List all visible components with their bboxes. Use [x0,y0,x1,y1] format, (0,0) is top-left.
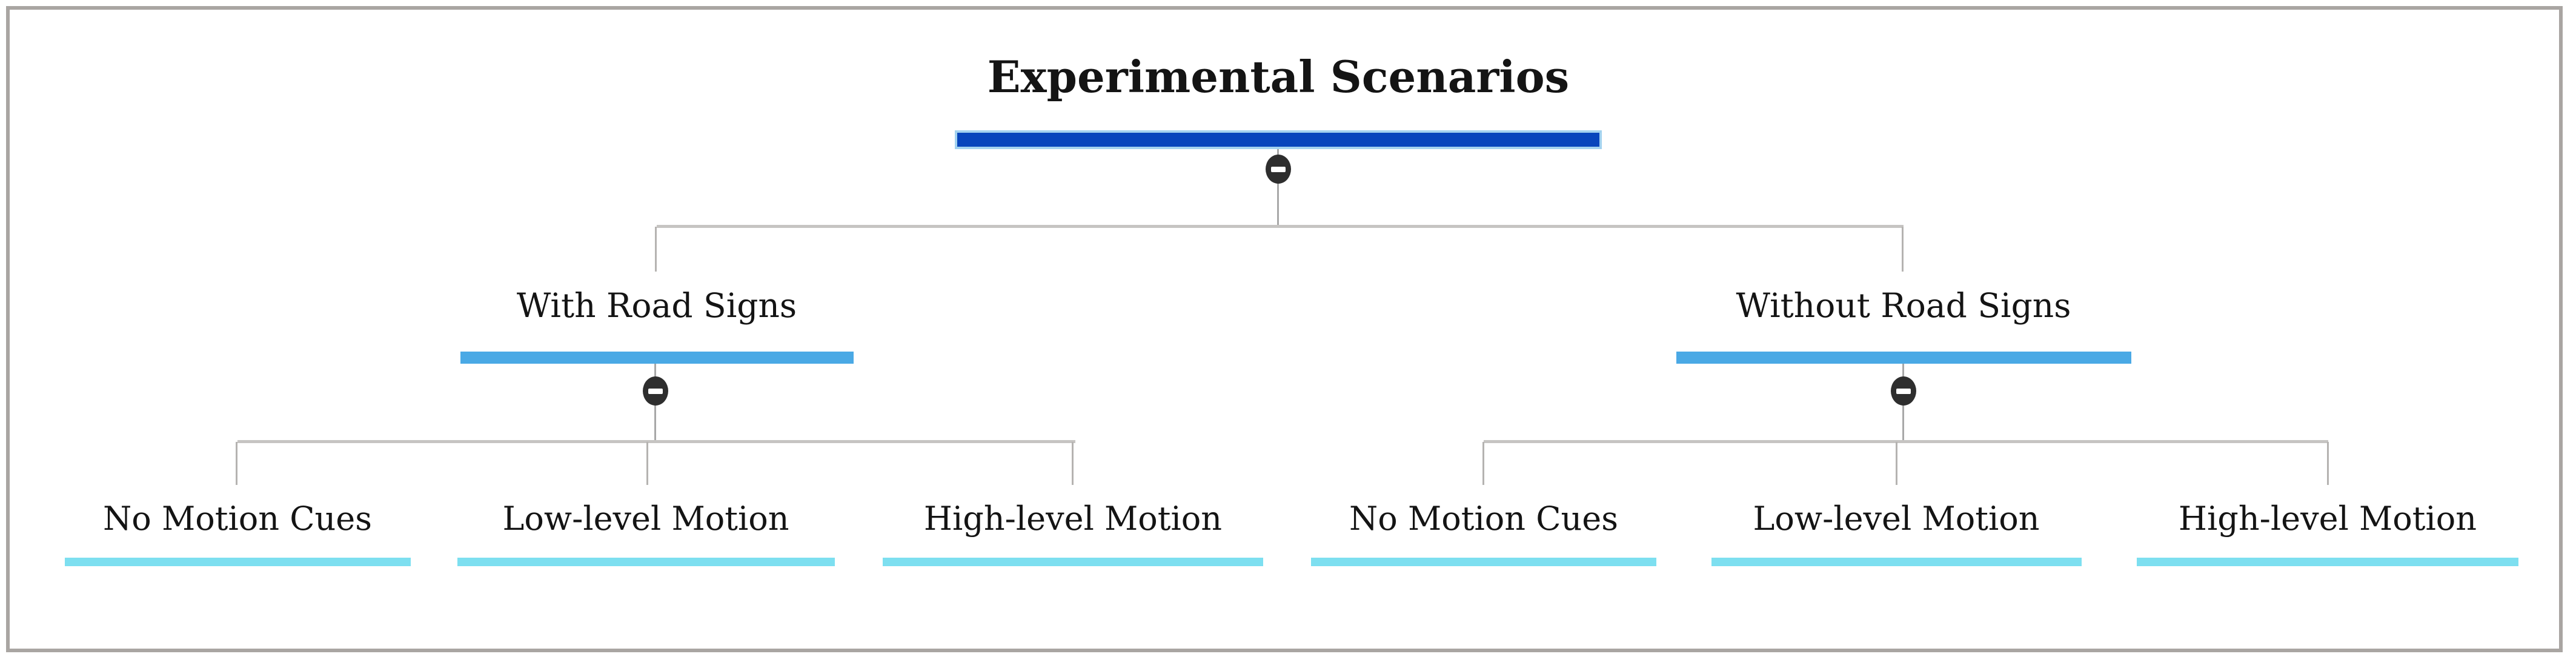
minus-icon [1271,166,1286,172]
leaf-node-label: Low-level Motion [1753,499,2040,538]
branch-node-underline-right [1676,352,2131,364]
connector-to-leaf-3 [1072,442,1074,485]
connector-to-branch-right [1902,227,1904,272]
connector-to-leaf-1 [236,442,237,485]
leaf-node-label: High-level Motion [923,499,1223,538]
branch-left-collapse-button[interactable] [643,376,668,406]
minus-icon [648,388,663,394]
leaf-node-label: High-level Motion [2178,499,2477,538]
connector-branch-left-distribution [237,440,1075,443]
diagram-border [6,6,2563,652]
connector-to-leaf-4 [1482,442,1484,485]
leaf-node-label: No Motion Cues [1349,499,1618,538]
connector-root-drop [1277,149,1279,226]
leaf-node-label: No Motion Cues [103,499,372,538]
connector-branch-right-distribution [1484,440,2328,443]
leaf-node-underline [2137,558,2518,566]
leaf-node-underline [65,558,411,566]
leaf-node-underline [457,558,835,566]
root-node-label: Experimental Scenarios [987,51,1570,102]
branch-node-label-right: Without Road Signs [1736,286,2071,325]
connector-to-leaf-5 [1896,442,1897,485]
connector-to-leaf-6 [2327,442,2329,485]
root-collapse-button[interactable] [1266,155,1291,184]
minus-icon [1896,388,1911,394]
branch-right-collapse-button[interactable] [1891,376,1916,406]
leaf-node-label: Low-level Motion [502,499,789,538]
connector-to-leaf-2 [646,442,648,485]
branch-node-label-left: With Road Signs [516,286,797,325]
connector-to-branch-left [655,227,657,272]
connector-root-distribution [657,225,1904,228]
leaf-node-underline [1311,558,1656,566]
leaf-node-underline [883,558,1263,566]
leaf-node-underline [1711,558,2082,566]
root-node-underline [957,133,1599,147]
branch-node-underline-left [460,352,854,364]
